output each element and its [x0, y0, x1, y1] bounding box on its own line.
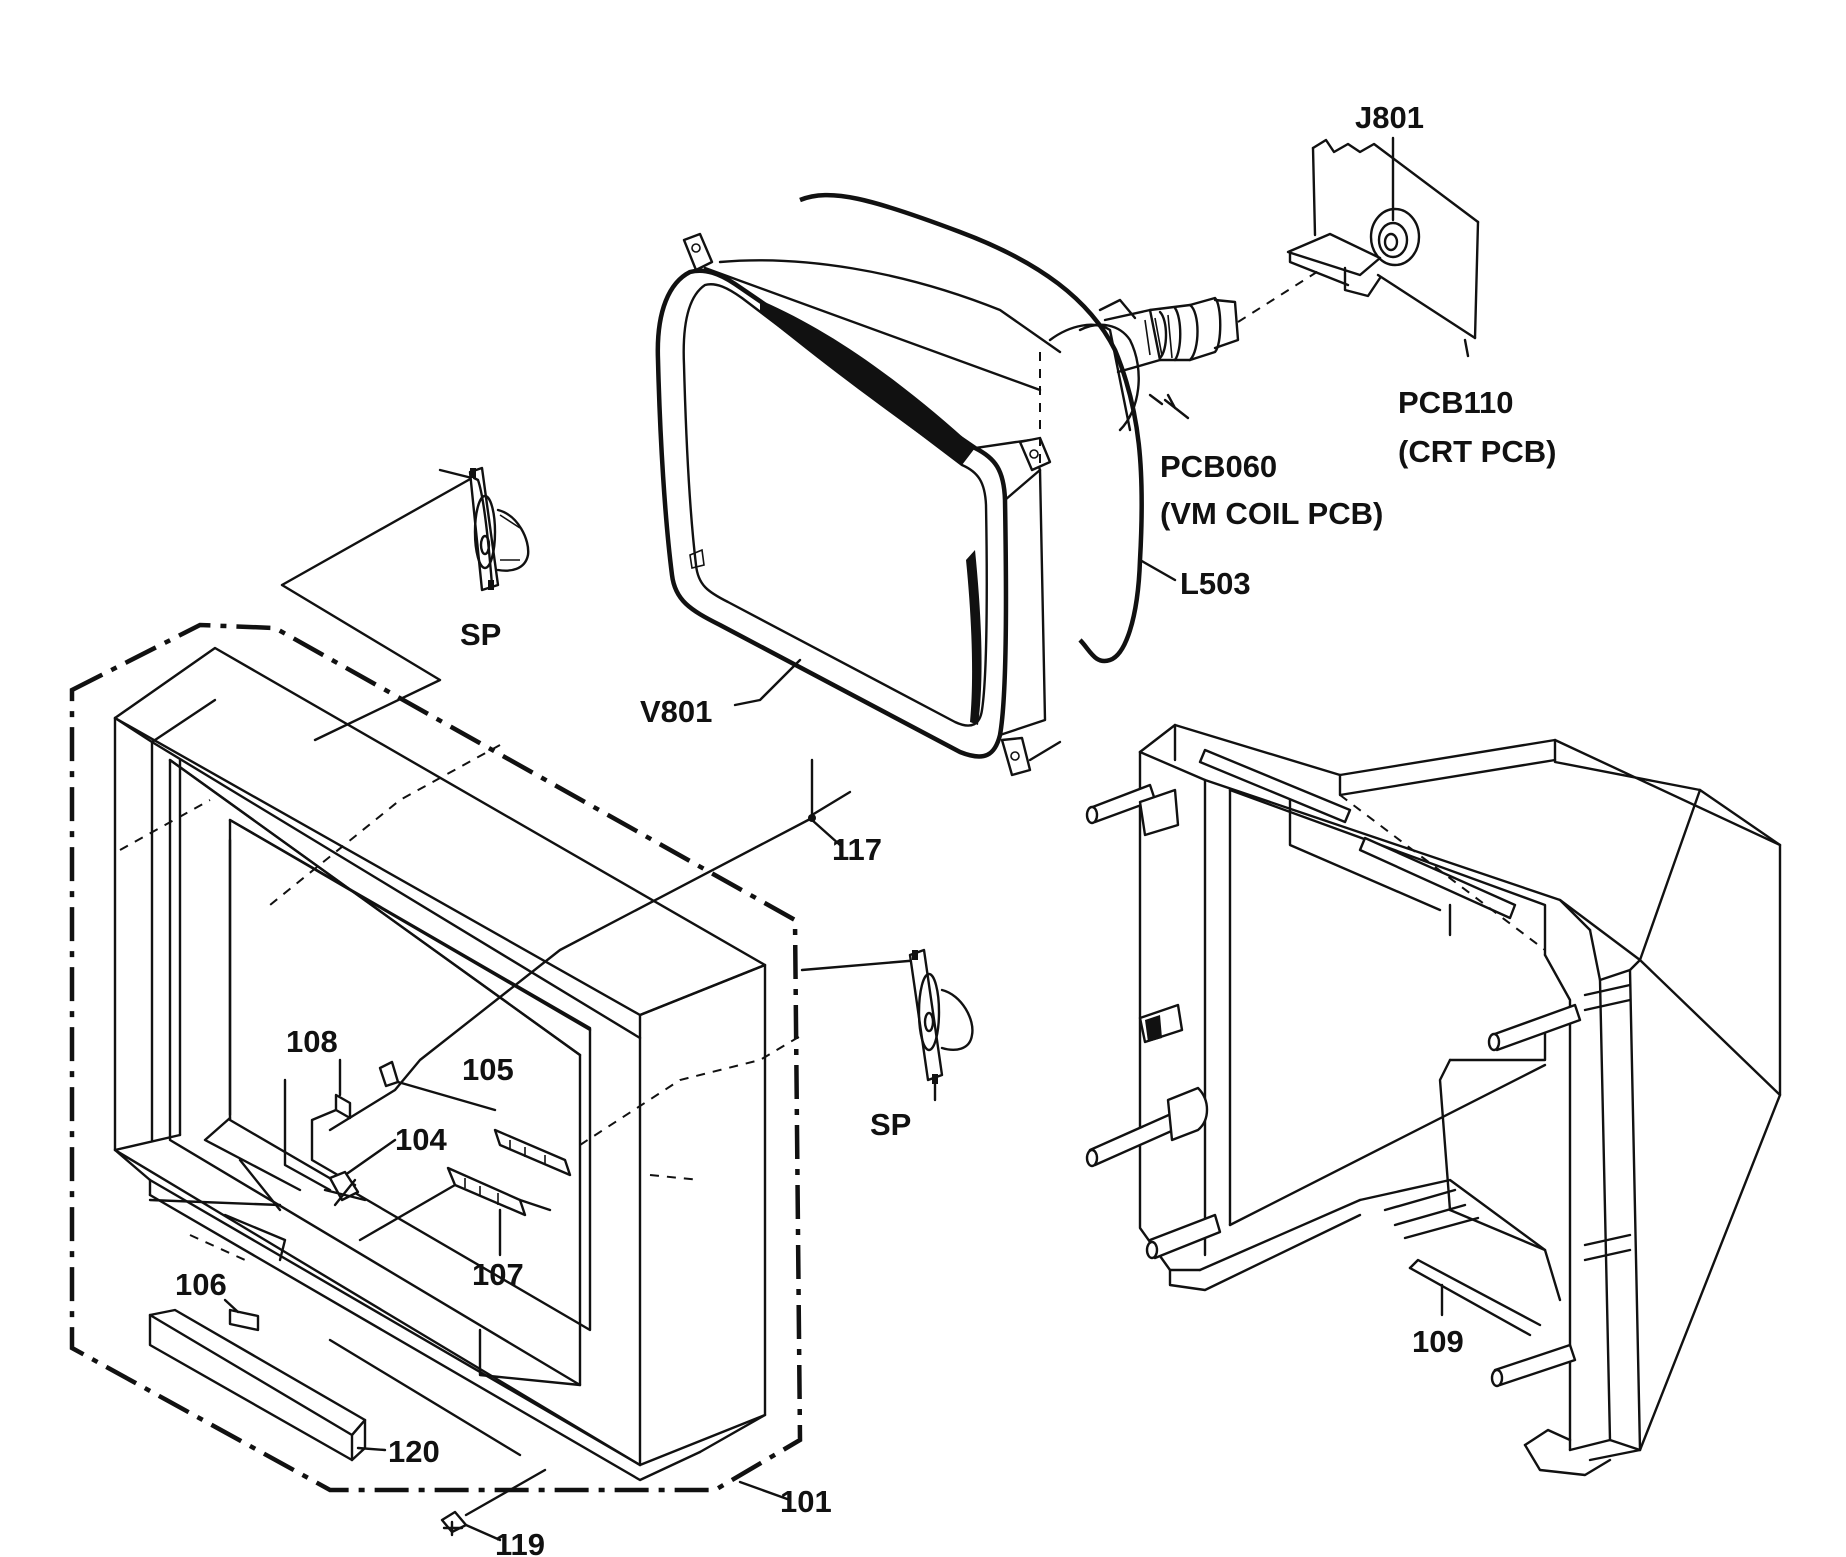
label-vm-coil-pcb: (VM COIL PCB)	[1160, 496, 1383, 531]
front-cabinet	[69, 622, 852, 1493]
label-sp-right: SP	[870, 1107, 911, 1142]
label-sp-top: SP	[460, 617, 501, 652]
label-j801: J801	[1355, 100, 1424, 135]
label-101: 101	[780, 1484, 832, 1519]
crt-pcb-board	[1237, 136, 1480, 358]
label-104: 104	[395, 1122, 447, 1157]
crt-picture-tube	[655, 192, 1240, 777]
label-117: 117	[832, 832, 882, 867]
v801-leader	[733, 658, 802, 707]
label-v801: V801	[640, 694, 712, 729]
label-l503: L503	[1180, 566, 1251, 601]
label-106: 106	[175, 1267, 227, 1302]
part-120-leader	[356, 1446, 387, 1452]
part-104	[323, 1138, 397, 1207]
part-101-leader	[738, 1480, 792, 1502]
back-cover	[1085, 723, 1782, 1477]
label-119: 119	[495, 1527, 545, 1557]
label-105: 105	[462, 1052, 514, 1087]
part-107	[358, 1166, 552, 1257]
label-109: 109	[1412, 1324, 1464, 1359]
part-106	[223, 1298, 240, 1314]
label-108: 108	[286, 1024, 338, 1059]
label-pcb060: PCB060	[1160, 449, 1277, 484]
label-crt-pcb: (CRT PCB)	[1398, 434, 1556, 469]
part-119	[440, 1468, 547, 1542]
part-108	[310, 1058, 357, 1187]
part-105	[378, 1060, 572, 1177]
l503-leader	[1138, 558, 1177, 582]
pcb060-leader	[1148, 393, 1190, 420]
label-120: 120	[388, 1434, 440, 1469]
speaker-left	[280, 466, 530, 742]
label-107: 107	[472, 1257, 524, 1292]
label-pcb110: PCB110	[1398, 385, 1513, 420]
speaker-right	[800, 948, 974, 1102]
